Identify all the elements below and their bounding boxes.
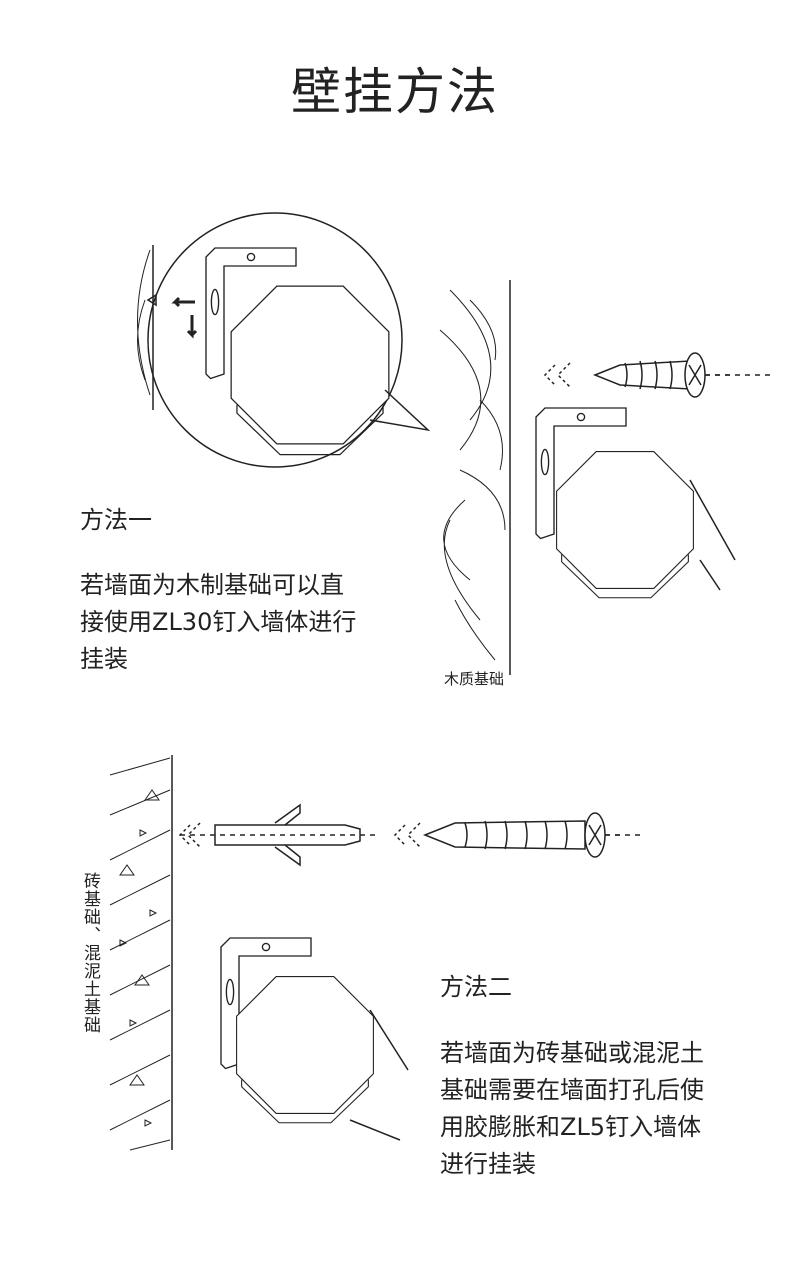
brick-wall [109,755,640,1151]
brick-wall-caption: 砖基础、混泥土基础 [80,872,100,1034]
method2-line: 若墙面为砖基础或混泥土 [440,1039,704,1067]
wood-wall-caption: 木质基础 [444,670,505,688]
page-title: 壁挂方法 [291,63,499,121]
method2-label: 方法二 [440,973,512,1001]
method1-label: 方法一 [80,506,152,534]
detail-circle [137,212,431,468]
method2-line: 进行挂装 [440,1150,536,1178]
method1-line: 若墙面为木制基础可以直 [80,571,344,599]
wood-wall [439,280,776,675]
method1-line: 接使用ZL30钉入墙体进行 [80,608,357,636]
method2-line: 基础需要在墙面打孔后使 [440,1076,704,1104]
method2-description: 若墙面为砖基础或混泥土 基础需要在墙面打孔后使 用胶膨胀和ZL5钉入墙体 进行挂… [440,1035,760,1183]
method1-line: 挂装 [80,645,128,673]
method2-line: 用胶膨胀和ZL5钉入墙体 [440,1113,702,1141]
method1-description: 若墙面为木制基础可以直 接使用ZL30钉入墙体进行 挂装 [80,567,400,678]
